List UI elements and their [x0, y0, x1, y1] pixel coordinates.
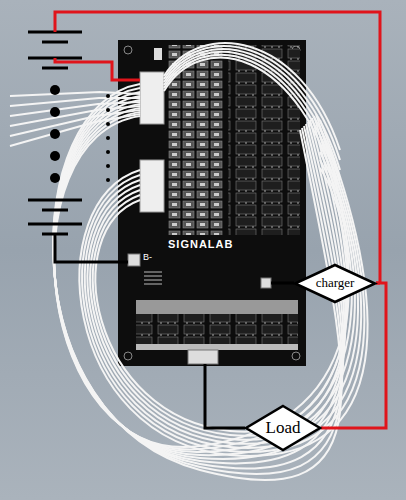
- load-negative-wire: [205, 364, 245, 428]
- node-label: charger: [316, 275, 355, 291]
- sense-lead: [10, 114, 140, 146]
- charger-negative-wire: [271, 282, 294, 285]
- balance-connector: [140, 160, 164, 212]
- balance-wire: [90, 152, 355, 440]
- sense-lead: [164, 58, 340, 200]
- sense-lead: [10, 106, 140, 126]
- p-minus-pad: [188, 350, 218, 364]
- sense-lead: [10, 92, 140, 96]
- positive-sense-wire: [55, 58, 140, 80]
- pad-label: B-: [143, 252, 152, 262]
- balance-wire: [93, 160, 352, 436]
- decision-diamond: charger: [294, 264, 376, 303]
- mount-hole: [124, 46, 132, 54]
- balance-wire: [82, 128, 364, 452]
- sense-lead: [164, 49, 340, 170]
- sense-lead: [164, 52, 340, 180]
- power-mosfets: [136, 314, 298, 344]
- balance-wire: [80, 120, 368, 456]
- brand-label: SIGNALAB: [168, 238, 233, 250]
- b-minus-pad: [128, 254, 140, 266]
- positive-wire: [55, 12, 380, 283]
- mount-hole: [124, 352, 132, 360]
- c-minus-pad: [261, 278, 271, 288]
- bus-bar: [136, 344, 298, 350]
- heatsink-lines: [144, 272, 162, 284]
- mosfet-leads: [136, 300, 298, 314]
- wire-ellipsis: [106, 94, 110, 182]
- sense-lead: [10, 110, 140, 136]
- balance-connector: [140, 72, 164, 124]
- negative-wire: [55, 234, 128, 262]
- mount-hole: [292, 352, 300, 360]
- sense-lead: [164, 55, 340, 190]
- decision-diamond: Load: [245, 405, 321, 451]
- pad: [154, 48, 162, 60]
- pcb-board: [118, 40, 306, 366]
- balance-wires: [10, 43, 368, 480]
- node-label: Load: [266, 418, 301, 438]
- positive-wire: [321, 283, 386, 428]
- balance-wire: [95, 168, 348, 432]
- cell-ellipsis: [50, 85, 60, 183]
